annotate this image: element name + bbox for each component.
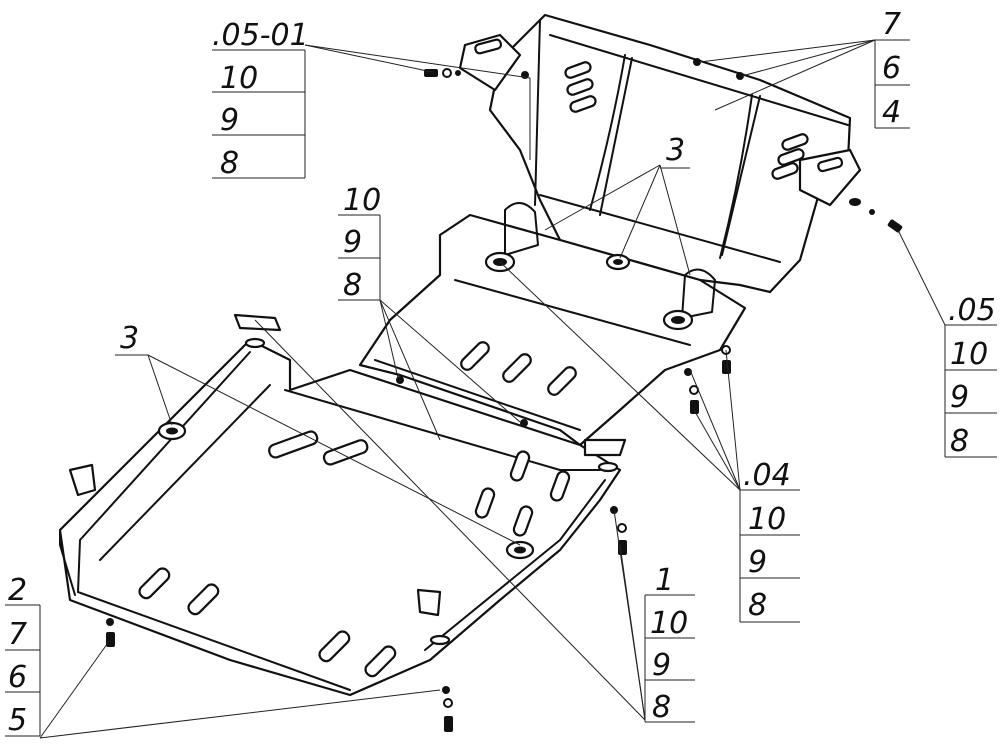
callout-label: 9 <box>343 225 362 260</box>
callout-label: 9 <box>220 103 239 138</box>
callout-top-right: 7 6 4 <box>874 7 910 130</box>
lower-plate <box>58 313 627 697</box>
callout-label: 8 <box>950 424 969 459</box>
callout-label: 8 <box>652 690 671 725</box>
callout-label: 8 <box>220 146 239 181</box>
callout-label: 4 <box>882 95 901 130</box>
nut-label-3-left: 3 <box>120 321 139 356</box>
callout-label: 8 <box>748 588 767 623</box>
callout-label: 6 <box>882 51 901 86</box>
fasteners <box>106 68 903 732</box>
callout-label: 10 <box>748 502 786 537</box>
callout-bottom-left: 2 7 6 5 <box>5 573 41 738</box>
callout-center-right: .04 10 9 8 <box>739 458 800 623</box>
callout-label: .04 <box>743 458 791 493</box>
callout-bottom-center: 1 10 9 8 <box>644 563 695 725</box>
callout-label: 1 <box>655 563 674 598</box>
callout-label: .05 <box>948 293 996 328</box>
callout-label: .05-01 <box>212 18 309 53</box>
callout-label: 2 <box>8 573 27 608</box>
callout-label: 6 <box>8 660 27 695</box>
callout-label: 9 <box>950 380 969 415</box>
callout-label: 10 <box>650 606 688 641</box>
leader-lines <box>39 39 946 739</box>
callout-label: 10 <box>343 183 381 218</box>
callout-mid-left: 10 9 8 <box>338 183 381 303</box>
callout-label: 5 <box>8 703 27 738</box>
callout-label: 10 <box>950 337 988 372</box>
callout-right: .05 10 9 8 <box>944 293 997 459</box>
nut-label-3-top: 3 <box>666 133 685 168</box>
callout-label: 7 <box>8 617 27 652</box>
callout-label: 9 <box>652 648 671 683</box>
callout-top-left: .05-01 10 9 8 <box>212 18 309 181</box>
callout-label: 10 <box>220 61 258 96</box>
upper-plate <box>458 13 862 294</box>
callout-label: 7 <box>882 7 901 42</box>
callout-label: 8 <box>343 268 362 303</box>
callout-label: 9 <box>748 545 767 580</box>
